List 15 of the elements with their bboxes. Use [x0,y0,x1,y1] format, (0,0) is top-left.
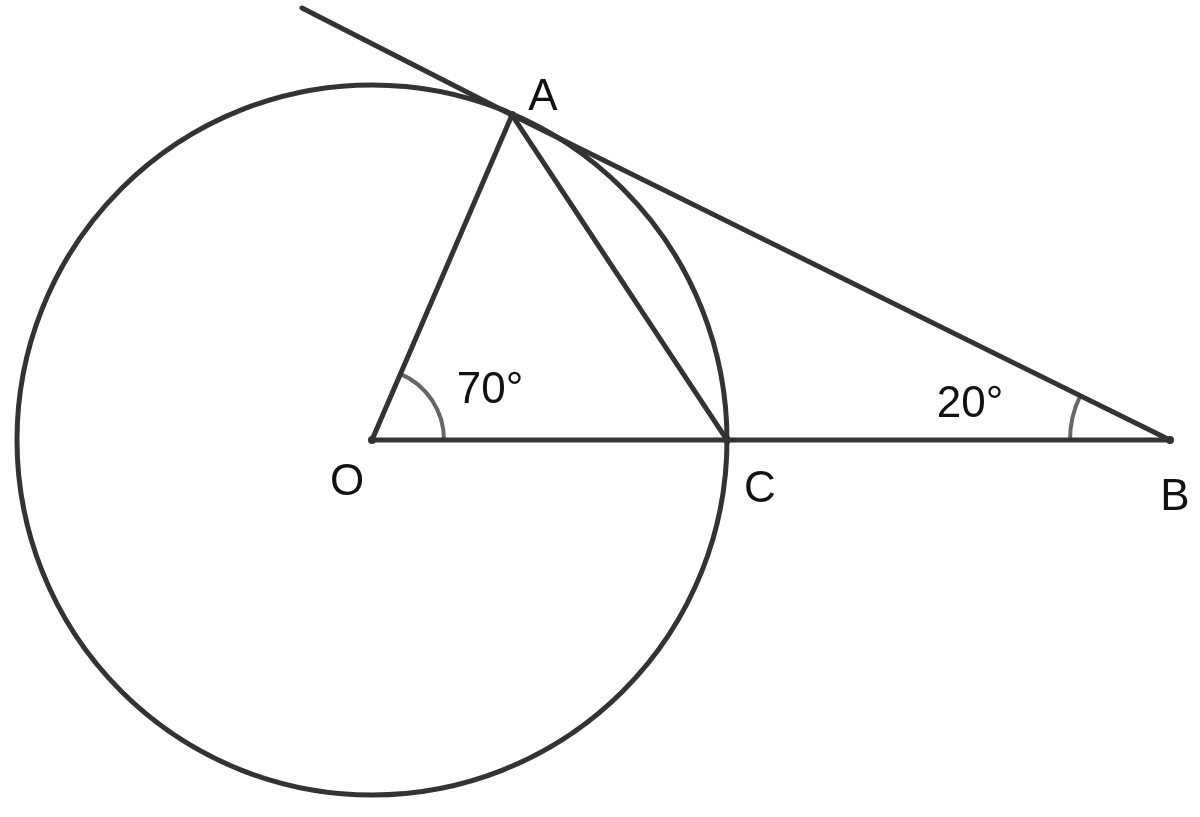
angle-label: 70° [456,366,524,410]
point-label: B [1160,473,1190,517]
vertex-point [1166,436,1174,444]
line-segment [299,5,511,116]
line-segment [728,437,1169,443]
point-label: C [744,465,776,509]
point-label: A [528,73,558,117]
vertex-point [368,436,376,444]
vertex-point [723,436,731,444]
vertex-point [508,111,516,119]
line-segment [373,437,726,443]
point-label: O [329,458,365,502]
angle-label: 20° [936,380,1004,424]
line-segment [371,116,513,439]
line-segment [513,114,1169,441]
